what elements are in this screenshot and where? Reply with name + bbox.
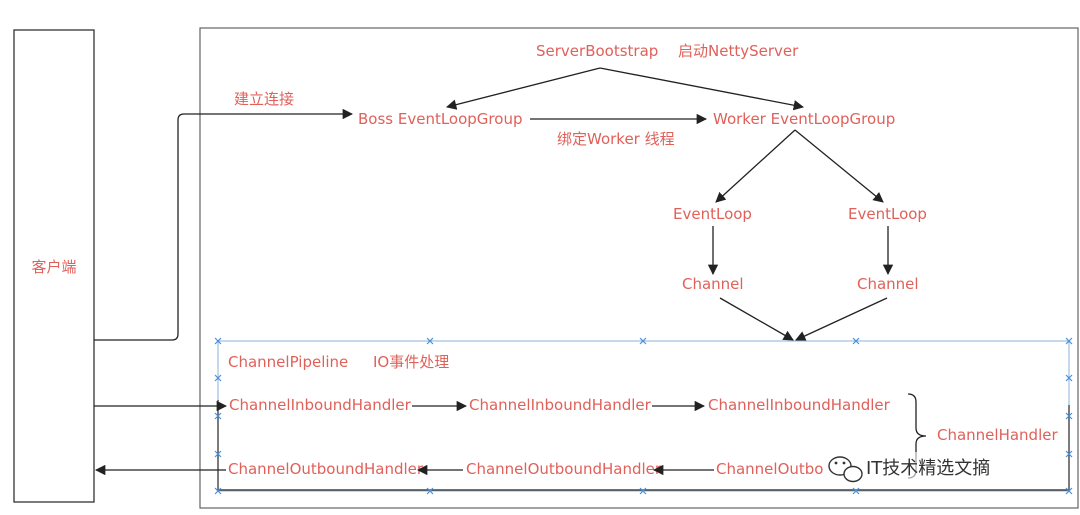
- handle-6: [214, 374, 222, 382]
- handle-12: [214, 487, 222, 495]
- handle-11: [1065, 450, 1073, 458]
- channel-left-label: Channel: [682, 275, 744, 293]
- edge-worker-to-eventloop-right: [794, 129, 884, 203]
- channel-handler-label: ChannelHandler: [937, 426, 1058, 444]
- pipeline-title: ChannelPipeline: [228, 353, 348, 371]
- inbound-handler-1: ChannelInboundHandler: [229, 396, 412, 414]
- handle-7: [1065, 374, 1073, 382]
- inbound-handler-2: ChannelInboundHandler: [469, 396, 652, 414]
- outbound-handler-1: ChannelOutboundHandler: [228, 460, 424, 478]
- handle-9: [1065, 412, 1073, 420]
- watermark-text: IT技术精选文摘: [866, 458, 990, 479]
- handle-3: [639, 337, 647, 345]
- event-loop-left-label: EventLoop: [673, 205, 752, 223]
- client-box: [13, 29, 95, 503]
- outbound-handler-3: ChannelOutbo: [716, 460, 823, 478]
- outbound-handler-2: ChannelOutboundHandler: [466, 460, 662, 478]
- handle-8: [214, 412, 222, 420]
- worker-group-label: Worker EventLoopGroup: [713, 110, 895, 128]
- edge-worker-to-eventloop-left: [715, 129, 796, 203]
- edge-channel-left-to-pipeline: [719, 297, 794, 341]
- server-frame: [199, 27, 1079, 509]
- io-event-label: IO事件处理: [373, 353, 449, 371]
- wechat-icon: [828, 456, 863, 483]
- boss-group-label: Boss EventLoopGroup: [358, 110, 522, 128]
- inbound-handler-3: ChannelInboundHandler: [708, 396, 891, 414]
- channel-right-label: Channel: [857, 275, 919, 293]
- handle-2: [426, 337, 434, 345]
- handle-14: [639, 487, 647, 495]
- edge-bootstrap-to-worker: [599, 67, 805, 111]
- client-label: 客户端: [31, 258, 76, 276]
- handle-5: [1065, 337, 1073, 345]
- handle-13: [426, 487, 434, 495]
- edge-channel-right-to-pipeline: [795, 297, 888, 341]
- handle-15: [852, 487, 860, 495]
- start-netty-server-label: 启动NettyServer: [678, 42, 799, 60]
- watermark: IT技术精选文摘: [828, 452, 1050, 483]
- handle-4: [852, 337, 860, 345]
- handle-1: [214, 337, 222, 345]
- handle-16: [1065, 487, 1073, 495]
- selection-handles: [214, 337, 1073, 495]
- event-loop-right-label: EventLoop: [848, 205, 927, 223]
- bind-worker-thread-label: 绑定Worker 线程: [557, 130, 675, 148]
- edge-client-connect: [94, 108, 354, 341]
- server-bootstrap-label: ServerBootstrap: [536, 42, 658, 60]
- edge-bootstrap-to-boss: [445, 67, 601, 110]
- establish-connection-label: 建立连接: [234, 90, 294, 108]
- handle-10: [214, 450, 222, 458]
